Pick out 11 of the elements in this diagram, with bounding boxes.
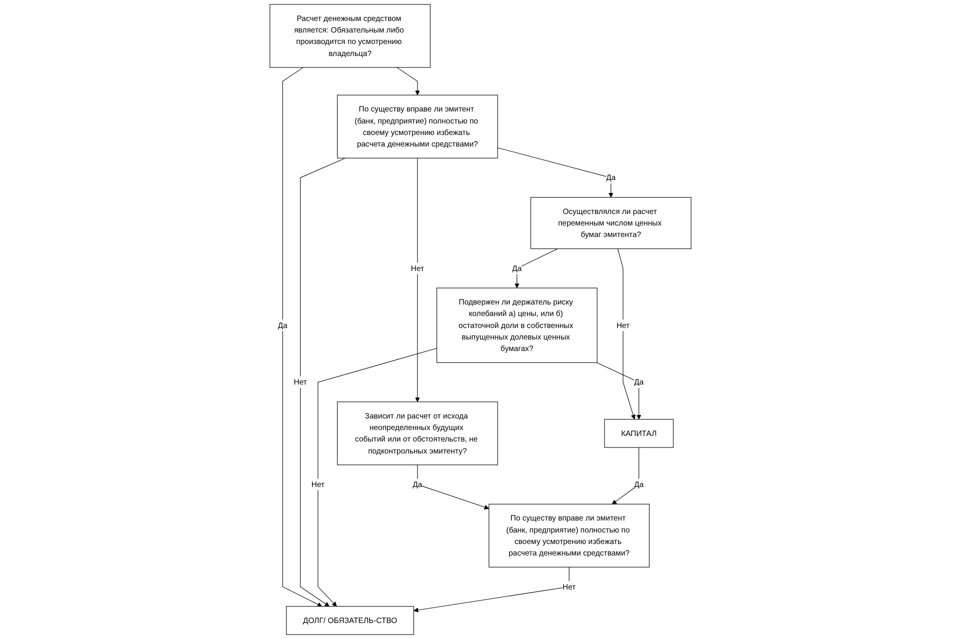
arrow: [417, 464, 490, 510]
arrow: [414, 566, 570, 612]
arrow: [415, 158, 420, 402]
arrow: [318, 348, 438, 607]
arrow: [596, 362, 642, 420]
arrow: [396, 67, 420, 96]
arrow: [497, 147, 614, 198]
arrow: [282, 67, 322, 607]
arrow: [618, 248, 636, 420]
arrow: [612, 447, 640, 504]
arrow: [300, 158, 346, 607]
